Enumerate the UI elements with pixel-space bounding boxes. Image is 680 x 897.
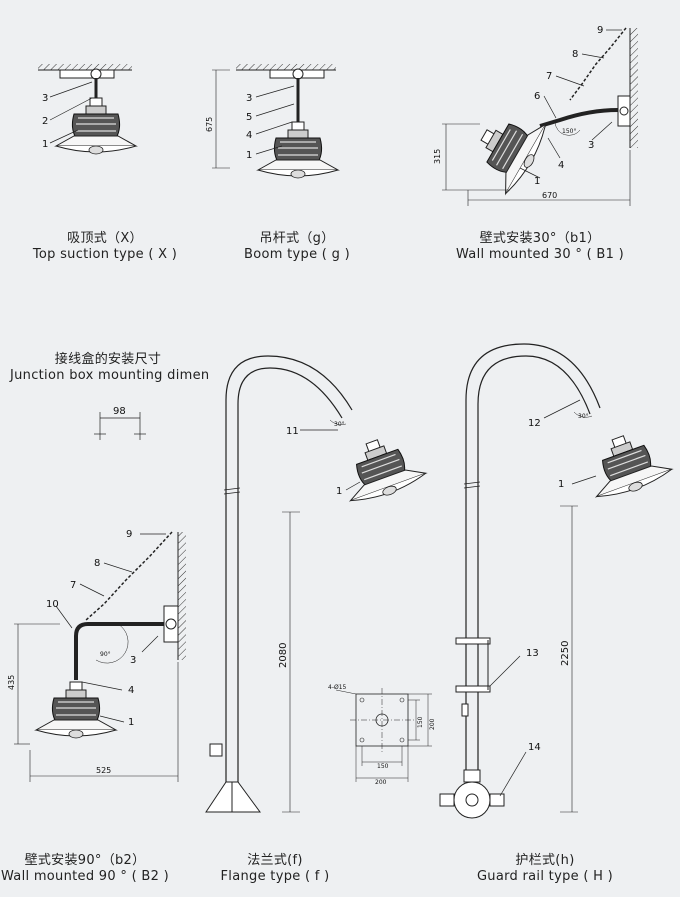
diagram-boom: 675 3 5 4 1 [205,64,339,179]
caption-junction-en: Junction box mounting dimen [10,368,210,383]
diagram-wall90: 435 525 90° 9 8 7 10 3 4 1 [7,529,186,782]
callout-13: 13 [526,648,539,659]
dim-flange-inner-h: 150 [417,716,424,728]
caption-boom-en: Boom type ( g ) [244,247,350,262]
caption-guard: 护栏式(h) Guard rail type ( H ) [460,853,630,885]
callout-5: 5 [246,112,252,123]
caption-wall90: 壁式安装90°（b2） Wall mounted 90 ° ( B2 ) [0,853,170,885]
caption-flange-en: Flange type ( f ) [220,869,330,884]
caption-boom: 吊杆式（g） Boom type ( g ) [212,231,382,263]
caption-wall30: 壁式安装30°（b1） Wall mounted 30 ° ( B1 ) [445,231,635,263]
callout-3: 3 [246,93,252,104]
callout-8: 8 [94,558,100,569]
callout-12: 12 [528,418,541,429]
callout-8: 8 [572,49,578,60]
callout-4: 4 [246,130,252,141]
callout-1: 1 [558,479,564,490]
callout-3: 3 [42,93,48,104]
callouts-top: 3 2 1 [42,81,93,150]
caption-junction-cn: 接线盒的安装尺寸 [54,352,162,367]
callout-4: 4 [128,685,134,696]
callout-3: 3 [588,140,594,151]
callout-2: 2 [42,116,48,127]
dim-guard-height: 2250 [560,641,571,666]
callout-9: 9 [126,529,132,540]
callout-1: 1 [336,486,342,497]
dim-junction-spacing: 98 [113,406,126,417]
caption-guard-en: Guard rail type ( H ) [476,869,614,884]
dim-flange-outer-w: 200 [375,779,387,786]
callout-7: 7 [70,580,76,591]
callout-1: 1 [246,150,252,161]
dim-flange-inner-w: 150 [377,763,389,770]
caption-wall90-cn: 壁式安装90°（b2） [24,853,146,868]
dim-wall90-angle: 90° [100,651,111,658]
caption-boom-cn: 吊杆式（g） [259,231,335,246]
dim-wall90-height: 435 [7,675,16,690]
caption-top-suction-cn: 吸顶式（X） [67,231,143,246]
callout-7: 7 [546,71,552,82]
dim-wall30-height: 315 [433,149,442,164]
dim-wall30-angle: 150° [562,128,576,135]
caption-wall90-en: Wall mounted 90 ° ( B2 ) [0,869,170,884]
diagram-junction-box: 98 [94,406,146,440]
ceiling-hatch [38,64,132,70]
caption-top-suction-en: Top suction type ( X ) [32,247,178,262]
dim-wall90-width: 525 [96,766,111,775]
diagram-flange: 2080 30° 11 1 [205,355,430,813]
callout-6: 6 [534,91,540,102]
callout-10: 10 [46,599,59,610]
caption-wall30-cn: 壁式安装30°（b1） [479,231,601,246]
callout-3: 3 [130,655,136,666]
caption-wall30-en: Wall mounted 30 ° ( B1 ) [455,247,625,262]
caption-flange-cn: 法兰式(f) [247,853,303,868]
diagram-flange-plate: 4-Ø15 150 200 150 200 [328,684,436,786]
dim-flange-height: 2080 [278,643,289,668]
callout-14: 14 [528,742,541,753]
callout-1: 1 [128,717,134,728]
caption-top-suction: 吸顶式（X） Top suction type ( X ) [20,231,190,263]
callout-11: 11 [286,426,299,437]
diagram-wall30: 315 670 150° 9 8 7 6 4 1 3 [433,25,638,206]
caption-junction: 接线盒的安装尺寸 Junction box mounting dimen [10,352,210,384]
dim-flange-holes: 4-Ø15 [328,684,347,691]
callout-1: 1 [534,176,540,187]
caption-flange: 法兰式(f) Flange type ( f ) [190,853,360,885]
callout-9: 9 [597,25,603,36]
dim-guard-angle: 30° [578,413,589,420]
diagram-top-suction: 3 2 1 [38,64,137,155]
dim-flange-outer-h: 200 [429,718,436,730]
dim-wall30-width: 670 [542,191,557,200]
dim-boom-height: 675 [205,117,214,132]
diagram-guard-rail: 2250 30° 12 1 13 14 [439,343,676,819]
callout-1: 1 [42,139,48,150]
caption-guard-cn: 护栏式(h) [515,853,575,868]
callout-4: 4 [558,160,564,171]
